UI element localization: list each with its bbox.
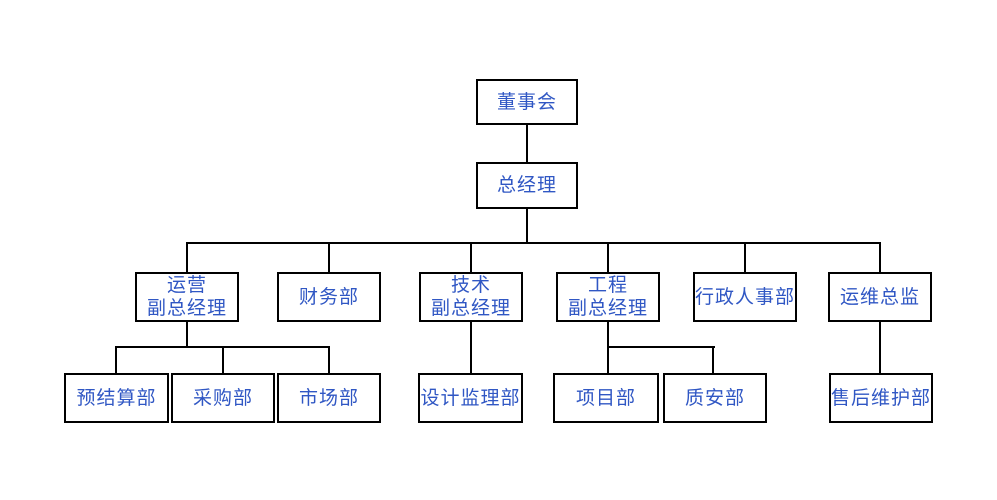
connector-line: [607, 346, 715, 348]
connector-line: [526, 208, 528, 244]
org-node-label: 运维总监: [839, 285, 920, 308]
org-node-label: 总经理: [496, 174, 557, 196]
org-node-om-director: 运维总监: [828, 272, 932, 322]
org-node-label: 副总经理: [430, 297, 511, 319]
connector-line: [607, 243, 609, 272]
org-node-label: 行政人事部: [695, 285, 796, 308]
org-node-marketing-dept: 市场部: [277, 373, 381, 423]
org-node-label: 工程: [587, 274, 628, 296]
org-node-label: 采购部: [192, 386, 253, 409]
connector-line: [222, 347, 224, 373]
org-node-ops-deputy-gm: 运营副总经理: [135, 272, 239, 322]
org-node-label: 预结算部: [76, 386, 157, 409]
org-node-label: 设计监理部: [420, 386, 521, 409]
connector-line: [879, 321, 881, 373]
org-node-label: 副总经理: [567, 297, 648, 319]
org-node-label: 质安部: [684, 386, 745, 409]
connector-line: [115, 347, 117, 373]
connector-line: [186, 242, 881, 244]
org-node-label: 董事会: [496, 90, 557, 113]
org-node-admin-hr-dept: 行政人事部: [693, 272, 797, 322]
org-node-design-supervision-dept: 设计监理部: [418, 373, 523, 423]
org-node-after-sales-maintenance-dept: 售后维护部: [829, 373, 933, 423]
connector-line: [186, 243, 188, 272]
org-node-label: 副总经理: [146, 297, 227, 319]
connector-line: [328, 243, 330, 272]
connector-line: [879, 243, 881, 272]
connector-line: [470, 321, 472, 373]
connector-line: [744, 243, 746, 272]
connector-line: [186, 321, 188, 348]
org-node-tech-deputy-gm: 技术副总经理: [419, 272, 523, 322]
org-node-finance-dept: 财务部: [277, 272, 381, 322]
org-node-label: 市场部: [298, 386, 359, 409]
org-node-procurement-dept: 采购部: [171, 373, 275, 423]
org-node-label: 运营: [166, 274, 207, 296]
org-node-quality-safety-dept: 质安部: [663, 373, 767, 423]
connector-line: [470, 243, 472, 272]
org-node-general-manager: 总经理: [476, 162, 578, 209]
org-node-eng-deputy-gm: 工程副总经理: [556, 272, 660, 322]
connector-line: [526, 124, 528, 162]
org-node-project-dept: 项目部: [553, 373, 659, 423]
org-node-label: 财务部: [298, 285, 359, 308]
org-node-board: 董事会: [476, 79, 578, 125]
org-node-budget-settlement-dept: 预结算部: [64, 373, 169, 423]
org-node-label: 项目部: [575, 386, 636, 409]
org-node-label: 售后维护部: [831, 386, 932, 409]
connector-line: [712, 347, 714, 373]
org-node-label: 技术: [450, 274, 491, 296]
connector-line: [328, 347, 330, 373]
